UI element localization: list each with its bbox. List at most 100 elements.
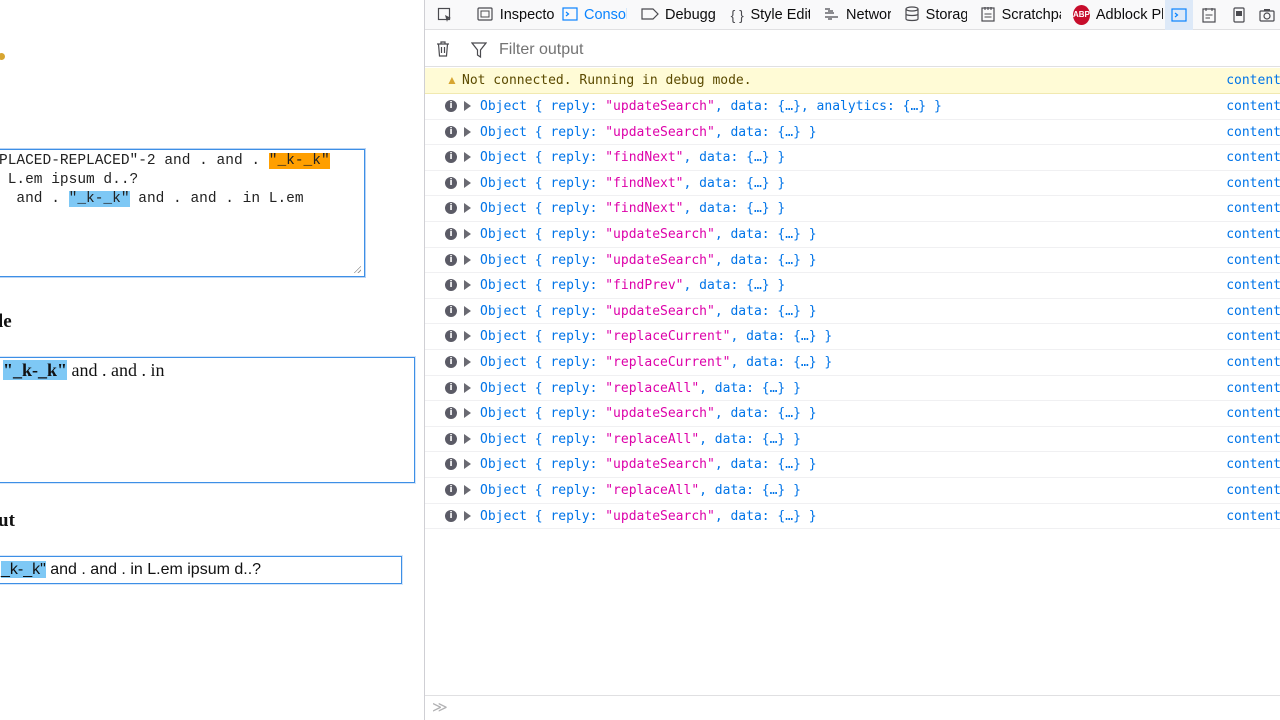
info-icon: i	[445, 228, 457, 240]
resize-handle-icon[interactable]	[353, 265, 361, 273]
expand-arrow-icon[interactable]	[464, 177, 471, 188]
tab-network[interactable]: Network	[824, 0, 891, 30]
expand-arrow-icon[interactable]	[464, 357, 471, 367]
object-preview[interactable]: Object { reply: "replaceAll", data: {…} …	[480, 381, 801, 396]
expand-arrow-icon[interactable]	[464, 459, 471, 470]
expand-arrow-icon[interactable]	[464, 331, 471, 342]
expand-arrow-icon[interactable]	[464, 203, 471, 214]
text-input-field[interactable]: _k-_k" and . and . in L.em ipsum d..?	[0, 556, 402, 584]
message-source-link[interactable]: content	[1226, 175, 1280, 191]
object-prefix: Object { reply:	[480, 201, 606, 217]
message-source-link[interactable]: content	[1226, 508, 1280, 524]
reply-value: "replaceCurrent"	[605, 355, 731, 370]
message-source-link[interactable]: content	[1226, 406, 1280, 422]
object-preview[interactable]: Object { reply: "replaceCurrent", data: …	[480, 355, 832, 370]
console-split-icon[interactable]	[1195, 0, 1223, 30]
editable-text: and . and . in	[67, 360, 165, 380]
clear-console-trash-icon[interactable]	[435, 40, 453, 58]
expand-arrow-icon[interactable]	[464, 101, 471, 111]
message-source-link[interactable]: content	[1226, 278, 1280, 294]
object-preview[interactable]: Object { reply: "updateSearch", data: {……	[480, 253, 817, 268]
object-preview[interactable]: Object { reply: "replaceAll", data: {…} …	[480, 432, 801, 447]
tab-label: Debugger	[665, 7, 716, 23]
object-suffix: , data: {…} }	[714, 406, 817, 422]
camera-icon[interactable]	[1253, 0, 1280, 30]
object-preview[interactable]: Object { reply: "findNext", data: {…} }	[480, 176, 785, 191]
object-preview[interactable]: Object { reply: "findNext", data: {…} }	[480, 201, 785, 216]
object-preview[interactable]: Object { reply: "findPrev", data: {…} }	[480, 278, 785, 293]
message-source-link[interactable]: content	[1226, 99, 1280, 114]
message-source-link[interactable]: content	[1226, 431, 1280, 447]
object-preview[interactable]: Object { reply: "updateSearch", data: {……	[480, 227, 817, 242]
info-icon: i	[445, 202, 457, 215]
object-preview[interactable]: Object { reply: "updateSearch", data: {……	[480, 406, 817, 421]
expand-arrow-icon[interactable]	[464, 280, 471, 291]
tab-storage[interactable]: Storage	[905, 0, 967, 30]
textarea-field[interactable]: PLACED-REPLACED"-2 and . and . "_k-_k" L…	[0, 149, 365, 277]
tab-style-editor[interactable]: { }Style Editor	[730, 0, 810, 30]
message-source-link[interactable]: content	[1226, 457, 1280, 473]
element-picker-icon[interactable]	[431, 0, 459, 30]
tab-scratchpad[interactable]: Scratchpad	[981, 0, 1061, 30]
message-source-link[interactable]: content	[1226, 73, 1280, 88]
tab-debugger[interactable]: Debugger	[641, 0, 716, 30]
console-message-row[interactable]: i Object { reply: "findNext", data: {…} }…	[425, 196, 1280, 222]
filter-output-input[interactable]	[499, 39, 899, 61]
responsive-design-icon[interactable]	[1165, 0, 1193, 30]
message-source-link[interactable]: content	[1226, 124, 1280, 140]
expand-arrow-icon[interactable]	[464, 433, 471, 444]
tab-console[interactable]: Console	[562, 0, 627, 30]
object-preview[interactable]: Object { reply: "findNext", data: {…} }	[480, 150, 785, 165]
message-source-link[interactable]: content	[1226, 483, 1280, 498]
object-preview[interactable]: Object { reply: "replaceCurrent", data: …	[480, 329, 832, 344]
object-prefix: Object { reply:	[480, 227, 606, 242]
message-source-link[interactable]: content	[1226, 329, 1280, 345]
expand-arrow-icon[interactable]	[464, 382, 471, 393]
message-source-link[interactable]: content	[1226, 355, 1280, 370]
contenteditable-field[interactable]: "_k-_k" and . and . in	[0, 357, 415, 483]
message-source-link[interactable]: content	[1226, 252, 1280, 268]
expand-arrow-icon[interactable]	[464, 305, 471, 316]
message-source-link[interactable]: content	[1226, 150, 1280, 166]
expand-arrow-icon[interactable]	[464, 485, 471, 495]
expand-arrow-icon[interactable]	[464, 229, 471, 239]
message-source-link[interactable]: content	[1226, 303, 1280, 319]
message-source-link[interactable]: content	[1226, 201, 1280, 217]
object-preview[interactable]: Object { reply: "updateSearch", data: {……	[480, 457, 817, 472]
console-input-line[interactable]: ≫	[425, 695, 1280, 720]
message-source-link[interactable]: content	[1226, 380, 1280, 396]
expand-arrow-icon[interactable]	[464, 152, 471, 163]
object-preview[interactable]: Object { reply: "updateSearch", data: {……	[480, 99, 942, 114]
object-preview[interactable]: Object { reply: "updateSearch", data: {……	[480, 509, 817, 524]
expand-arrow-icon[interactable]	[464, 254, 471, 265]
device-icon[interactable]	[1225, 0, 1253, 30]
expand-arrow-icon[interactable]	[464, 510, 471, 521]
object-preview[interactable]: Object { reply: "updateSearch", data: {……	[480, 304, 817, 319]
object-preview[interactable]: Object { reply: "updateSearch", data: {……	[480, 125, 817, 140]
object-preview[interactable]: Object { reply: "replaceAll", data: {…} …	[480, 483, 801, 498]
console-message-row[interactable]: i Object { reply: "updateSearch", data: {…	[425, 222, 1280, 248]
tab-inspector[interactable]: Inspector	[477, 0, 555, 30]
input-text: and . and . in L.em ipsum d..?	[45, 561, 262, 578]
expand-arrow-icon[interactable]	[464, 408, 471, 419]
current-match-highlight: "_k-_k"	[268, 153, 330, 169]
message-source-link[interactable]: content	[1226, 227, 1280, 242]
expand-arrow-icon[interactable]	[464, 126, 471, 137]
reply-value: "updateSearch"	[605, 227, 715, 242]
